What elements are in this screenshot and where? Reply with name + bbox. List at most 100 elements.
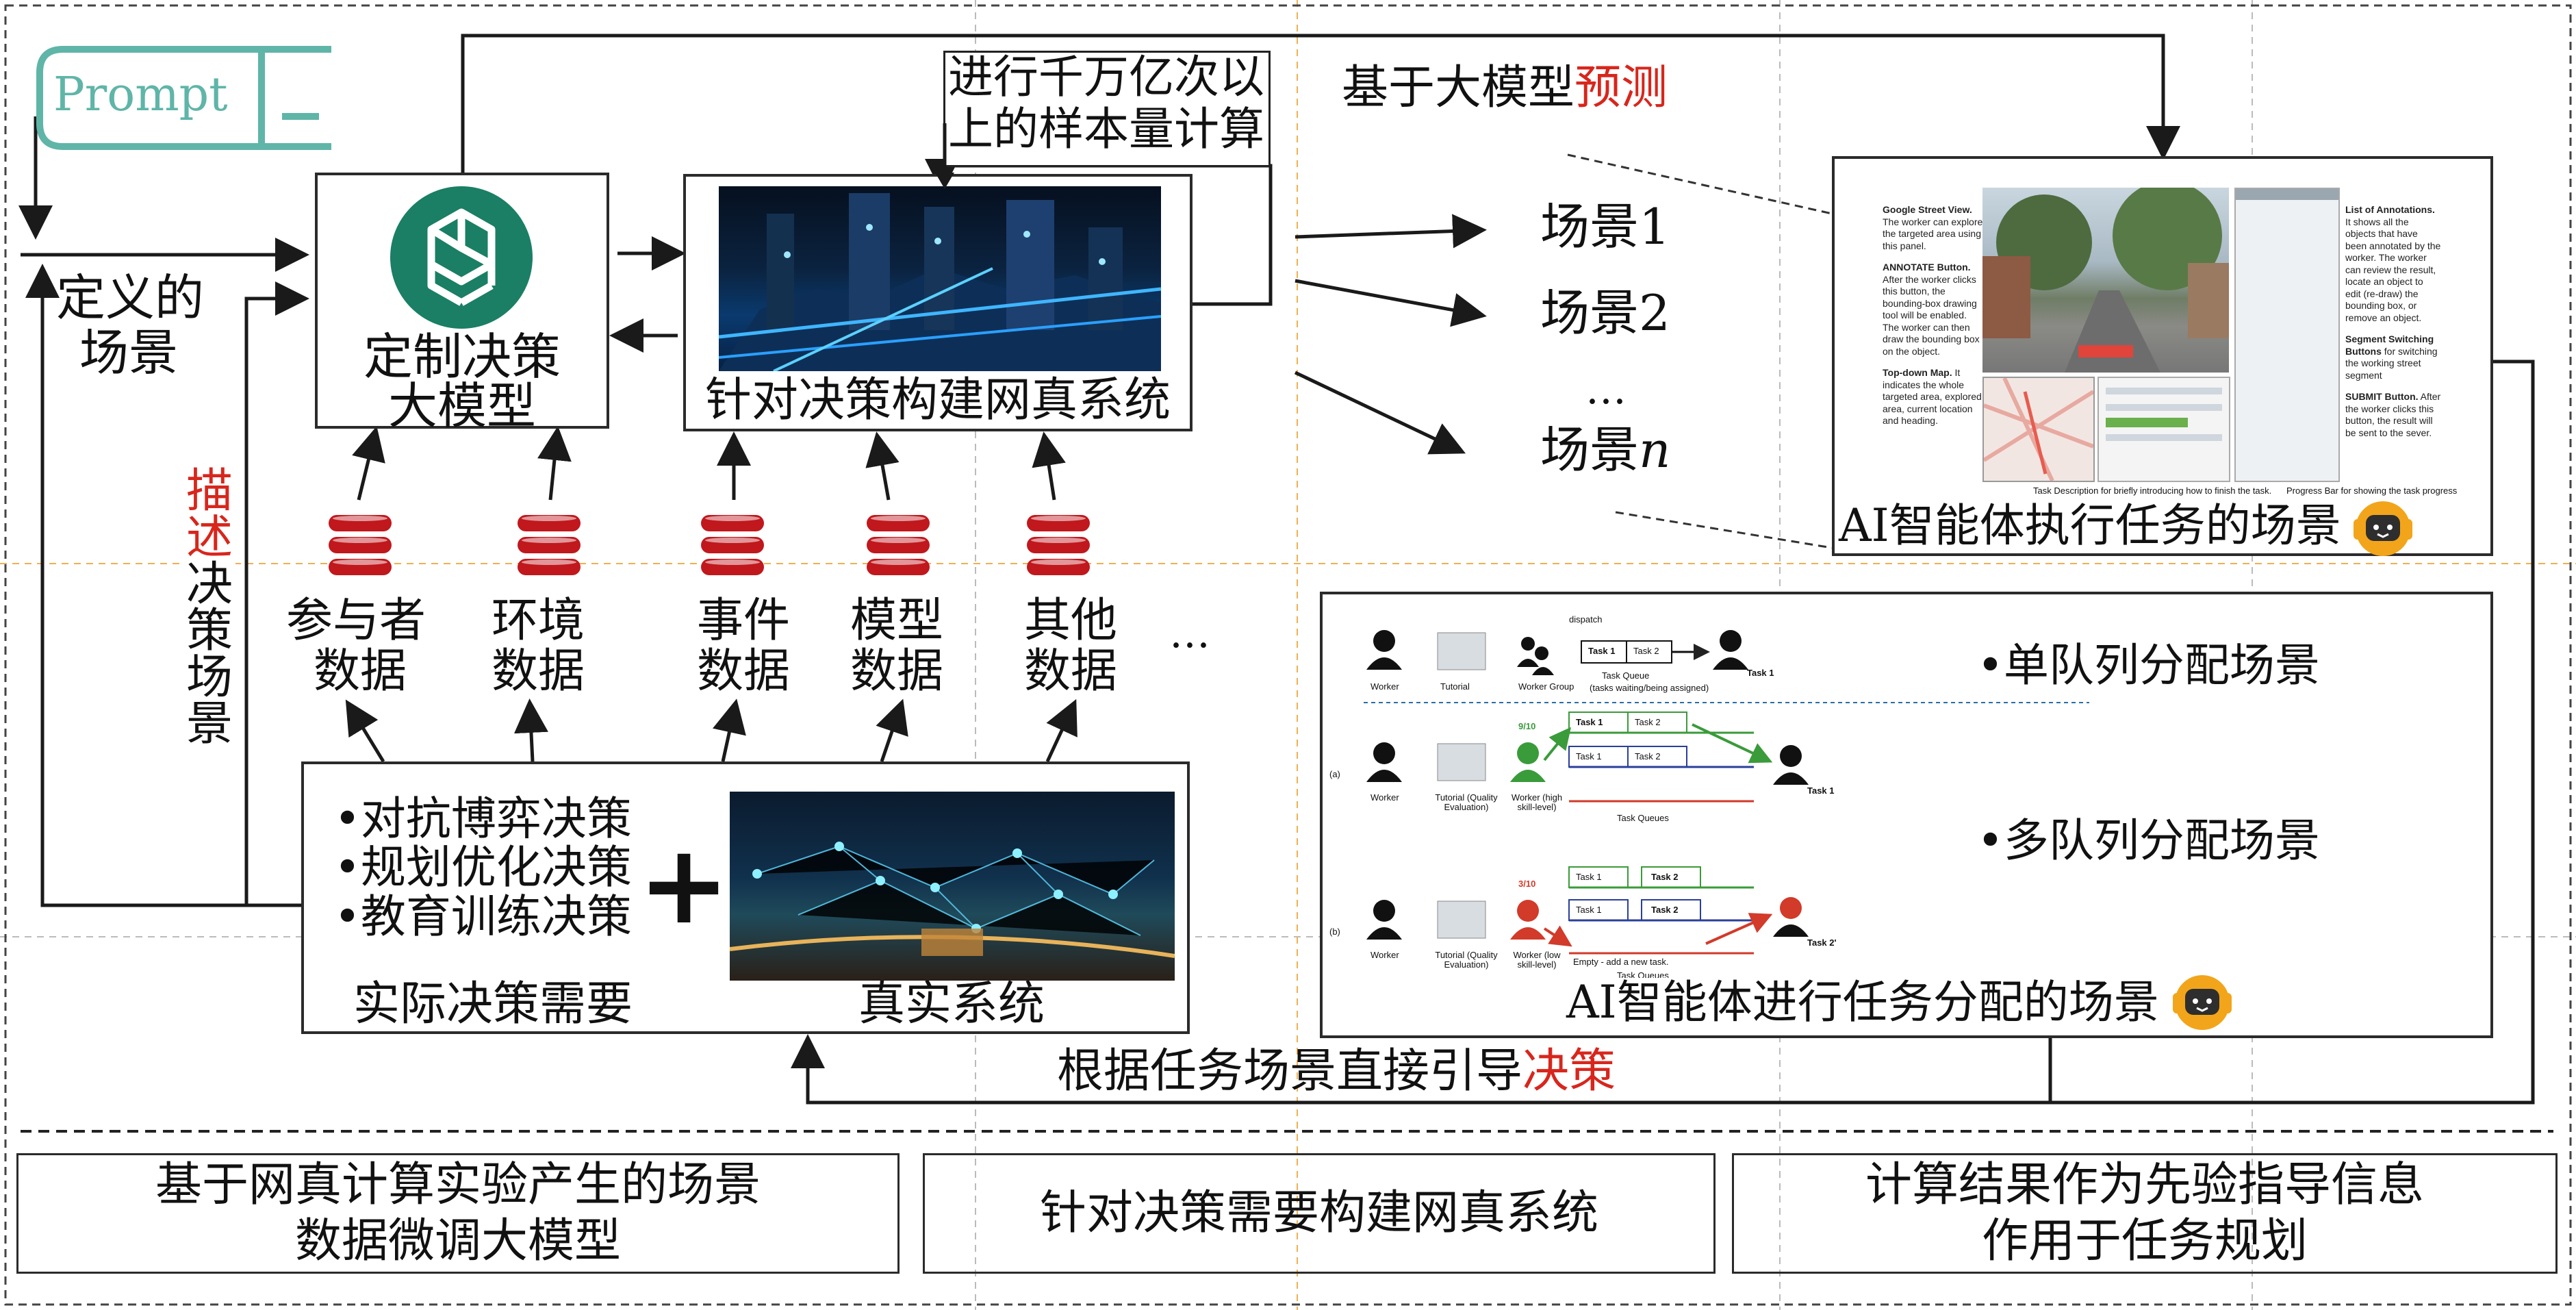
sv-footer-right: Progress Bar for showing the task progre… xyxy=(2286,486,2458,496)
describe-char-5: 场 xyxy=(186,651,233,705)
decision-type-2: •规划优化决策 xyxy=(334,841,632,894)
q-task2-b2: Task 2 xyxy=(1651,905,1679,915)
database-icon xyxy=(329,515,392,575)
data-source-label-line2: 数据 xyxy=(697,644,791,698)
database-icon xyxy=(867,515,930,575)
data-source-label-line2: 数据 xyxy=(1024,644,1118,698)
predict-label: 基于大模型预测 xyxy=(1342,62,1668,114)
bottom-box-build-sim: 针对决策需要构建网真系统 xyxy=(923,1153,1716,1274)
real-to-event-arrow xyxy=(713,698,746,762)
real-system-caption: 真实系统 xyxy=(858,977,1045,1031)
bottom-box-1-line2: 数据微调大模型 xyxy=(294,1214,621,1268)
q-score-high: 9/10 xyxy=(1518,721,1536,731)
guide-label-black: 根据任务场景直接引导 xyxy=(1057,1044,1523,1098)
low-skill-worker-icon xyxy=(1510,900,1546,940)
defined-scene-line2: 场景 xyxy=(79,324,179,381)
q-task1-b1: Task 1 xyxy=(1576,872,1602,882)
sv-left-note-2-title: ANNOTATE Button. xyxy=(1883,262,1971,273)
q-task1-a2: Task 1 xyxy=(1576,751,1602,761)
custom-llm-box: 定制决策 大模型 xyxy=(315,173,609,433)
queue-diagram xyxy=(1364,630,2089,955)
top-loop-arrow xyxy=(461,34,2180,173)
q-task-queue-note: (tasks waiting/being assigned) xyxy=(1590,683,1709,693)
worker-icon-1 xyxy=(1366,630,1402,670)
tutorial-thumb-2 xyxy=(1437,743,1486,781)
q-worker-1: Worker xyxy=(1370,681,1399,692)
scene-n-prefix: 场景 xyxy=(1540,421,1640,479)
worker-icon-2 xyxy=(1713,630,1748,670)
sv-left-note-3-body: It indicates the whole targeted area, ex… xyxy=(1883,367,1982,426)
q-tutorial-b: Tutorial (Quality Evaluation) xyxy=(1435,950,1498,970)
scene-n: 场景n xyxy=(1540,423,1670,477)
guide-decision-label: 根据任务场景直接引导决策 xyxy=(1057,1046,1616,1098)
data-source-label-line1: 模型 xyxy=(850,594,944,648)
describe-scene-label: 描 述 决 策 场 景 xyxy=(183,468,235,748)
q-task2-r1: Task 2 xyxy=(1633,646,1659,656)
q-task2-a2: Task 2 xyxy=(1635,751,1661,761)
q-task2p-out: Task 2' xyxy=(1807,937,1837,948)
predict-pointer-bottom xyxy=(1615,511,1833,549)
bottom-box-1-line1: 基于网真计算实验产生的场景 xyxy=(155,1158,761,1213)
q-task-queue: Task Queue xyxy=(1602,670,1650,681)
data-more-ellipsis: … xyxy=(1169,609,1210,657)
sv-left-note-3-title: Top-down Map. xyxy=(1883,367,1952,378)
sv-right-notes: List of Annotations. It shows all the ob… xyxy=(2345,204,2441,439)
compute-note-line2: 上的样本量计算 xyxy=(948,103,1264,155)
describe-loop-arrow xyxy=(244,281,309,907)
annotation-list xyxy=(2234,188,2340,482)
q-task1-r1: Task 1 xyxy=(1588,646,1616,656)
plus-sign: + xyxy=(638,820,730,948)
sv-right-note-3-body: After the worker clicks this button, the… xyxy=(2345,391,2441,438)
sv-right-note-2-body: for switching the working street segment xyxy=(2345,345,2438,381)
q-worker-high: Worker (high skill-level) xyxy=(1511,792,1563,813)
data-source-label-line1: 环境 xyxy=(492,594,585,648)
real-to-env-arrow xyxy=(513,698,548,762)
defined-scene-line1: 定义的 xyxy=(56,269,205,327)
q-score-low: 3/10 xyxy=(1518,879,1536,889)
bottom-box-3-line1: 计算结果作为先验指导信息 xyxy=(1865,1158,2424,1213)
real-to-model-arrow xyxy=(876,698,908,762)
sv-left-note-1-title: Google Street View. xyxy=(1883,204,1972,215)
ai-alloc-caption: AI智能体进行任务分配的场景 xyxy=(1566,976,2159,1029)
sv-left-note-2-body: After the worker clicks this button, the… xyxy=(1883,273,1980,357)
decision-type-1: •对抗博弈决策 xyxy=(334,792,632,845)
database-icon xyxy=(701,515,764,575)
right-loop-arrow xyxy=(791,360,2535,1105)
prompt-label: Prompt xyxy=(53,68,228,122)
cyber-city-image xyxy=(719,186,1161,371)
worker-icon-4 xyxy=(1773,745,1809,785)
to-scene1-arrow xyxy=(1295,214,1487,249)
guide-label-red: 决策 xyxy=(1522,1044,1616,1098)
q-label-b: (b) xyxy=(1329,927,1340,937)
q-task-queues-a: Task Queues xyxy=(1617,813,1669,823)
bottom-box-2-line1: 针对决策需要构建网真系统 xyxy=(1039,1186,1598,1241)
sim-caption: 针对决策构建网真系统 xyxy=(704,373,1171,427)
q-task2-a1: Task 2 xyxy=(1635,717,1661,727)
q-task1-b2: Task 1 xyxy=(1576,905,1602,915)
data-source-label-line2: 数据 xyxy=(314,644,407,698)
ai-exec-panel: Google Street View. The worker can explo… xyxy=(1832,156,2493,556)
ai-alloc-panel: Worker Tutorial Worker Group Task 1 Task… xyxy=(1320,592,2493,1038)
llm-line1: 定制决策 xyxy=(363,328,561,386)
q-worker-b: Worker xyxy=(1370,950,1399,960)
worker-icon-5 xyxy=(1366,900,1402,940)
predict-pointer-top xyxy=(1567,153,1833,215)
top-down-map xyxy=(1982,377,2095,482)
high-skill-worker-icon xyxy=(1510,742,1546,782)
real-to-actor-arrow xyxy=(345,699,385,763)
q-empty-note: Empty - add a new task. xyxy=(1573,957,1669,967)
sv-right-note-1-body: It shows all the objects that have been … xyxy=(2345,216,2441,323)
decision-type-3: •教育训练决策 xyxy=(334,890,632,943)
describe-char-1: 描 xyxy=(186,464,233,518)
single-queue-label: •单队列分配场景 xyxy=(1977,639,2320,692)
scene-1: 场景1 xyxy=(1540,198,1670,255)
other-to-sim-arrow xyxy=(1032,431,1066,501)
sim-system-box: 针对决策构建网真系统 xyxy=(683,174,1193,431)
database-icon xyxy=(1027,515,1090,575)
model-to-sim-arrow xyxy=(865,431,900,501)
sv-right-note-3-title: SUBMIT Button. xyxy=(2345,391,2419,402)
bottom-box-3-line2: 作用于任务规划 xyxy=(1981,1214,2308,1268)
describe-char-3: 决 xyxy=(186,557,233,612)
real-needs-box: •对抗博弈决策 •规划优化决策 •教育训练决策 + xyxy=(301,761,1190,1034)
tutorial-thumb-1 xyxy=(1437,632,1486,670)
